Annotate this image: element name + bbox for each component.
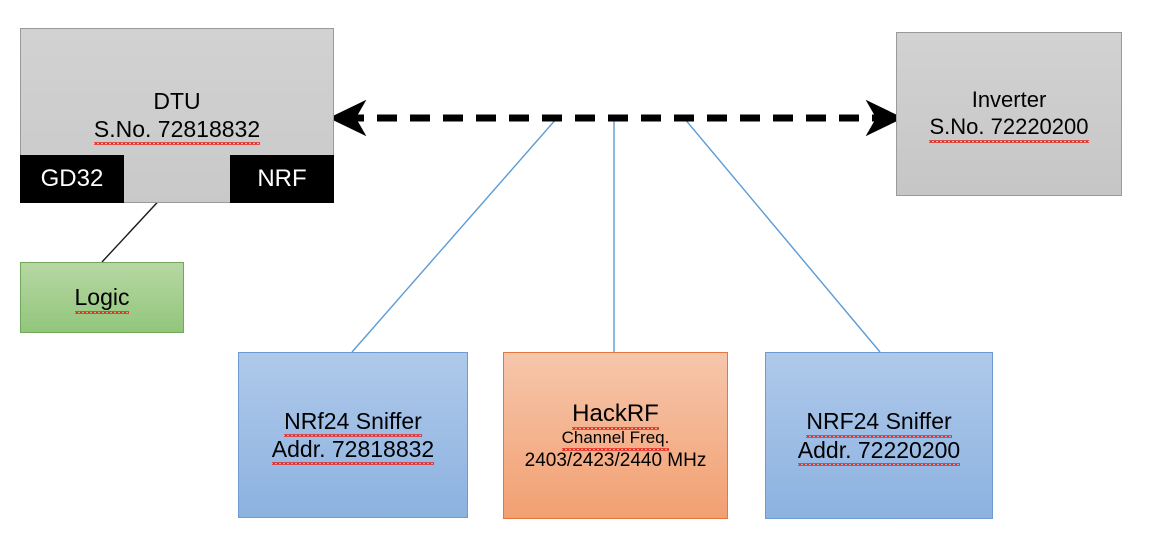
sniffer-left-addr: Addr. 72818832 — [271, 436, 435, 466]
logic-label: Logic — [74, 284, 130, 314]
node-sniffer-left[interactable]: NRf24 Sniffer Addr. 72818832 — [238, 352, 468, 518]
node-logic[interactable]: Logic — [20, 262, 184, 333]
inverter-serial: S.No. 72220200 — [929, 114, 1089, 143]
dtu-serial: S.No. 72818832 — [93, 115, 261, 146]
dtu-title: DTU — [153, 88, 201, 114]
link-sniffer-right-to-rf — [683, 117, 881, 353]
sniffer-left-title-wrap: NRf24 Sniffer — [284, 407, 422, 438]
hackrf-subtitle-wrap: Channel Freq. — [561, 428, 670, 451]
sniffer-right-addr-wrap: Addr. 72220200 — [797, 436, 961, 466]
hackrf-title-wrap: HackRF — [572, 399, 659, 431]
gd32-label: GD32 — [40, 165, 104, 192]
sniffer-left-title: NRf24 Sniffer — [284, 407, 422, 438]
node-sniffer-right[interactable]: NRF24 Sniffer Addr. 72220200 — [765, 352, 993, 519]
hackrf-subtitle: Channel Freq. — [561, 428, 670, 451]
sniffer-left-addr-wrap: Addr. 72818832 — [271, 435, 435, 466]
nrf-label: NRF — [257, 165, 307, 192]
sniffer-right-title-wrap: NRF24 Sniffer — [806, 407, 952, 438]
node-gd32[interactable]: GD32 — [20, 155, 124, 203]
dtu-serial-text: S.No. 72818832 — [93, 116, 261, 146]
node-hackrf[interactable]: HackRF Channel Freq. 2403/2423/2440 MHz — [503, 352, 728, 519]
hackrf-frequencies: 2403/2423/2440 MHz — [524, 449, 707, 471]
hackrf-title: HackRF — [572, 399, 659, 431]
node-inverter[interactable]: Inverter S.No. 72220200 — [896, 32, 1122, 196]
inverter-title: Inverter — [971, 87, 1047, 113]
sniffer-right-addr: Addr. 72220200 — [797, 436, 961, 466]
node-nrf[interactable]: NRF — [230, 155, 334, 203]
logic-label-wrap: Logic — [74, 283, 130, 314]
inverter-serial-text: S.No. 72220200 — [929, 114, 1089, 143]
sniffer-right-title: NRF24 Sniffer — [806, 408, 952, 438]
link-sniffer-left-to-rf — [351, 117, 558, 353]
